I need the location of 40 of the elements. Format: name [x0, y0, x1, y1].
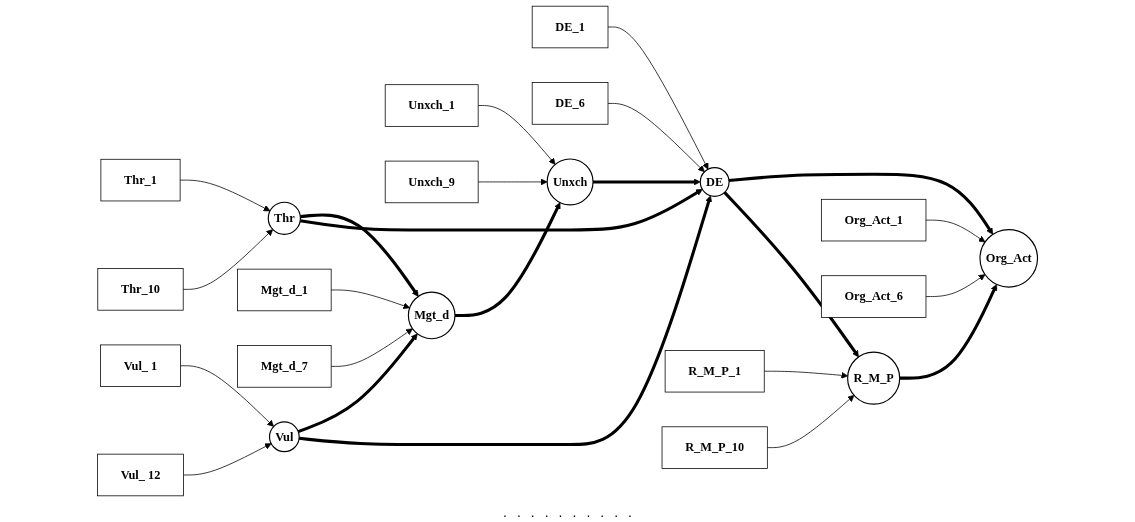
- node-box: Thr_1: [100, 158, 181, 202]
- node-box: Vul_ 12: [97, 453, 184, 497]
- ellipsis-dot: .: [516, 504, 521, 520]
- node-circle: Org_Act: [979, 229, 1039, 288]
- node-box: Mgt_d_7: [237, 345, 332, 388]
- arrow: [298, 195, 712, 447]
- node-circle: Thr: [267, 201, 301, 235]
- arrow: [300, 189, 703, 232]
- node-box: Unxch_9: [384, 160, 479, 204]
- node-circle: R_M_P: [847, 351, 901, 405]
- node-box: Unxch_1: [384, 84, 479, 127]
- node-box: Org_Act_6: [820, 275, 927, 318]
- arrow: [454, 202, 561, 318]
- node-box: Thr_10: [97, 268, 184, 311]
- ellipsis-dot: .: [558, 504, 563, 520]
- arrow: [723, 191, 859, 358]
- ellipsis-dot: .: [600, 504, 605, 520]
- arrow: [300, 213, 419, 297]
- node-box: Vul_ 1: [100, 344, 181, 387]
- arrow: [728, 172, 994, 235]
- ellipsis-dot: .: [530, 504, 535, 520]
- node-circle: DE: [699, 167, 730, 197]
- node-box: Org_Act_1: [820, 198, 927, 242]
- node-box: R_M_P_10: [661, 426, 768, 469]
- node-box: Mgt_d_1: [237, 268, 332, 312]
- arrow: [593, 178, 701, 186]
- arrow: [899, 284, 998, 380]
- node-box: DE_6: [531, 82, 609, 125]
- arrow: [297, 333, 418, 434]
- ellipsis-dot: .: [572, 504, 577, 520]
- node-circle: Unxch: [546, 158, 594, 206]
- node-box: DE_1: [531, 5, 609, 49]
- ellipsis-dot: .: [586, 504, 591, 520]
- ellipsis-dot: .: [544, 504, 549, 520]
- node-circle: Mgt_d: [407, 291, 456, 340]
- ellipsis-dot: .: [614, 504, 619, 520]
- node-box: R_M_P_1: [664, 350, 765, 393]
- ellipsis-dot: .: [628, 504, 632, 520]
- node-circle: Vul: [268, 421, 300, 453]
- ellipsis-dot: .: [503, 504, 507, 520]
